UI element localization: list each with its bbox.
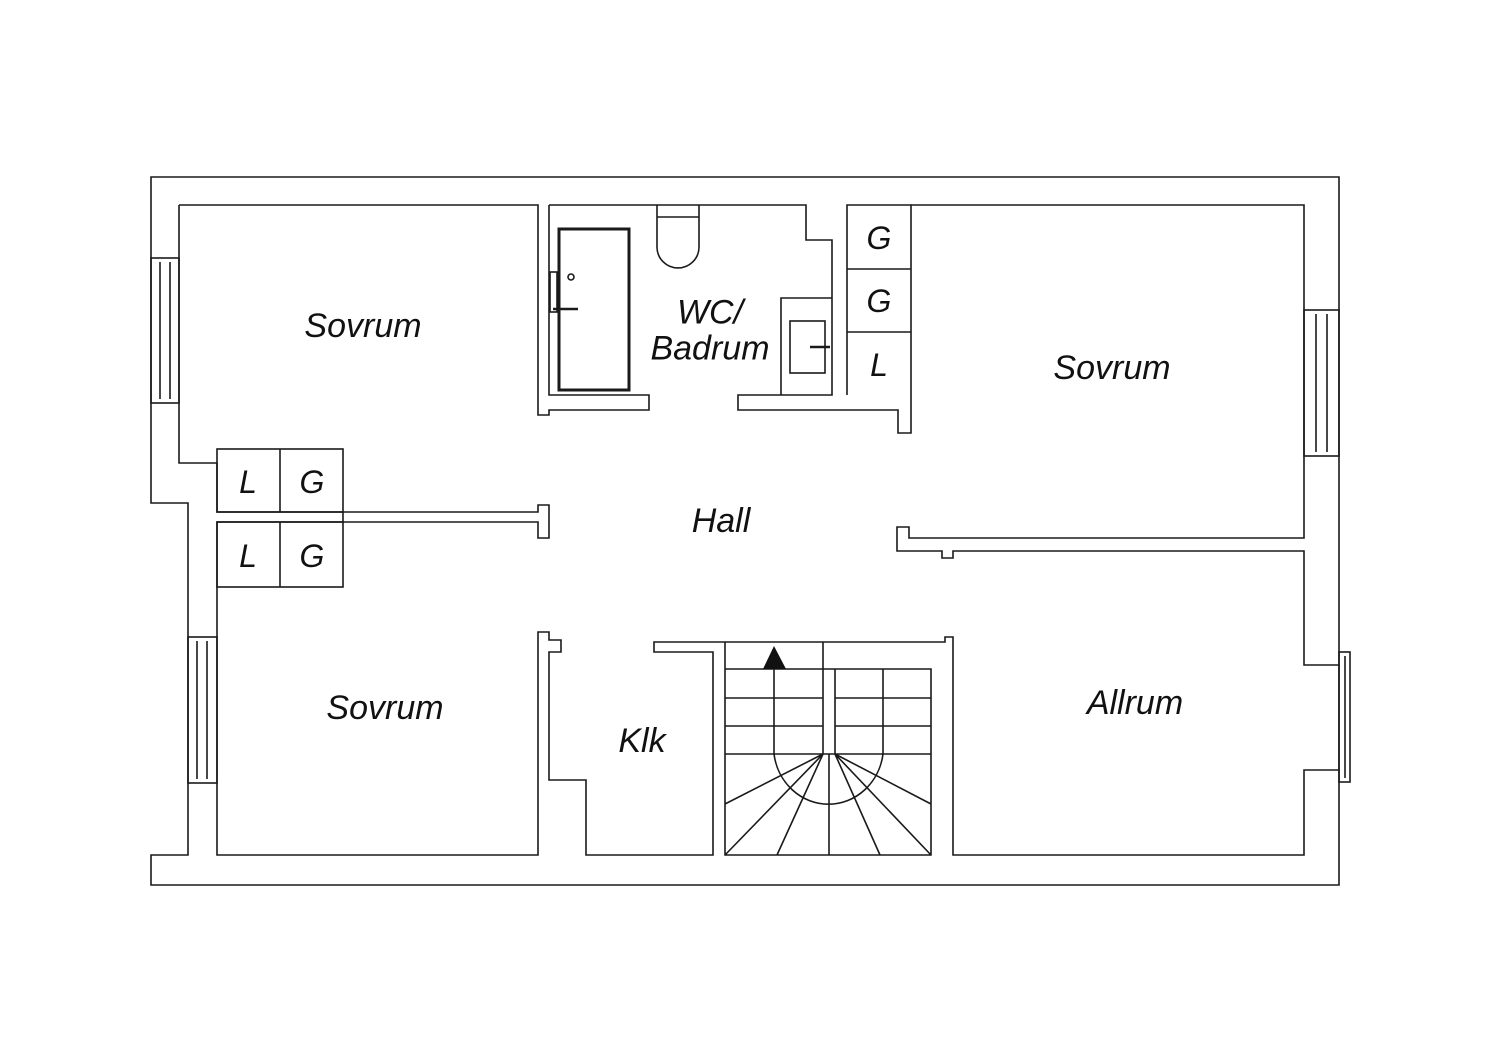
shower-knob-icon: [567, 273, 575, 281]
room-label-sovrum: Sovrum: [326, 689, 444, 727]
window-left-top: [150, 257, 180, 404]
wall-top-left-bedroom: [179, 204, 650, 416]
closet-label: L: [239, 538, 257, 574]
wall-right: [896, 204, 1339, 666]
window-right-bottom: [1338, 651, 1351, 783]
wall-left: [178, 205, 1339, 856]
wc-label-line2: Badrum: [650, 329, 770, 367]
closets-right: [847, 268, 911, 333]
room-label-klk: Klk: [618, 722, 666, 760]
closet-label: G: [866, 220, 892, 256]
closet-label: L: [870, 347, 888, 383]
toilet-icon: [656, 205, 700, 269]
window-left-bottom: [187, 636, 218, 784]
room-label-wc-badrum: WC/Badrum: [650, 293, 770, 367]
shower-panel: [549, 271, 558, 313]
room-label-allrum: Allrum: [1086, 684, 1184, 722]
sink-cabinet: [780, 297, 832, 395]
stair-direction-arrow-icon: [763, 646, 786, 669]
room-label-sovrum: Sovrum: [304, 307, 422, 345]
closet-label: L: [239, 464, 257, 500]
closets-left: [216, 448, 344, 588]
staircase: [724, 642, 932, 856]
window-right-top: [1303, 309, 1340, 457]
room-label-sovrum: Sovrum: [1053, 349, 1171, 387]
wc-label-line1: WC/: [676, 293, 744, 332]
room-label-hall: Hall: [691, 502, 751, 540]
closet-label: G: [299, 538, 325, 574]
closet-label: G: [299, 464, 325, 500]
closet-label: G: [866, 283, 892, 319]
